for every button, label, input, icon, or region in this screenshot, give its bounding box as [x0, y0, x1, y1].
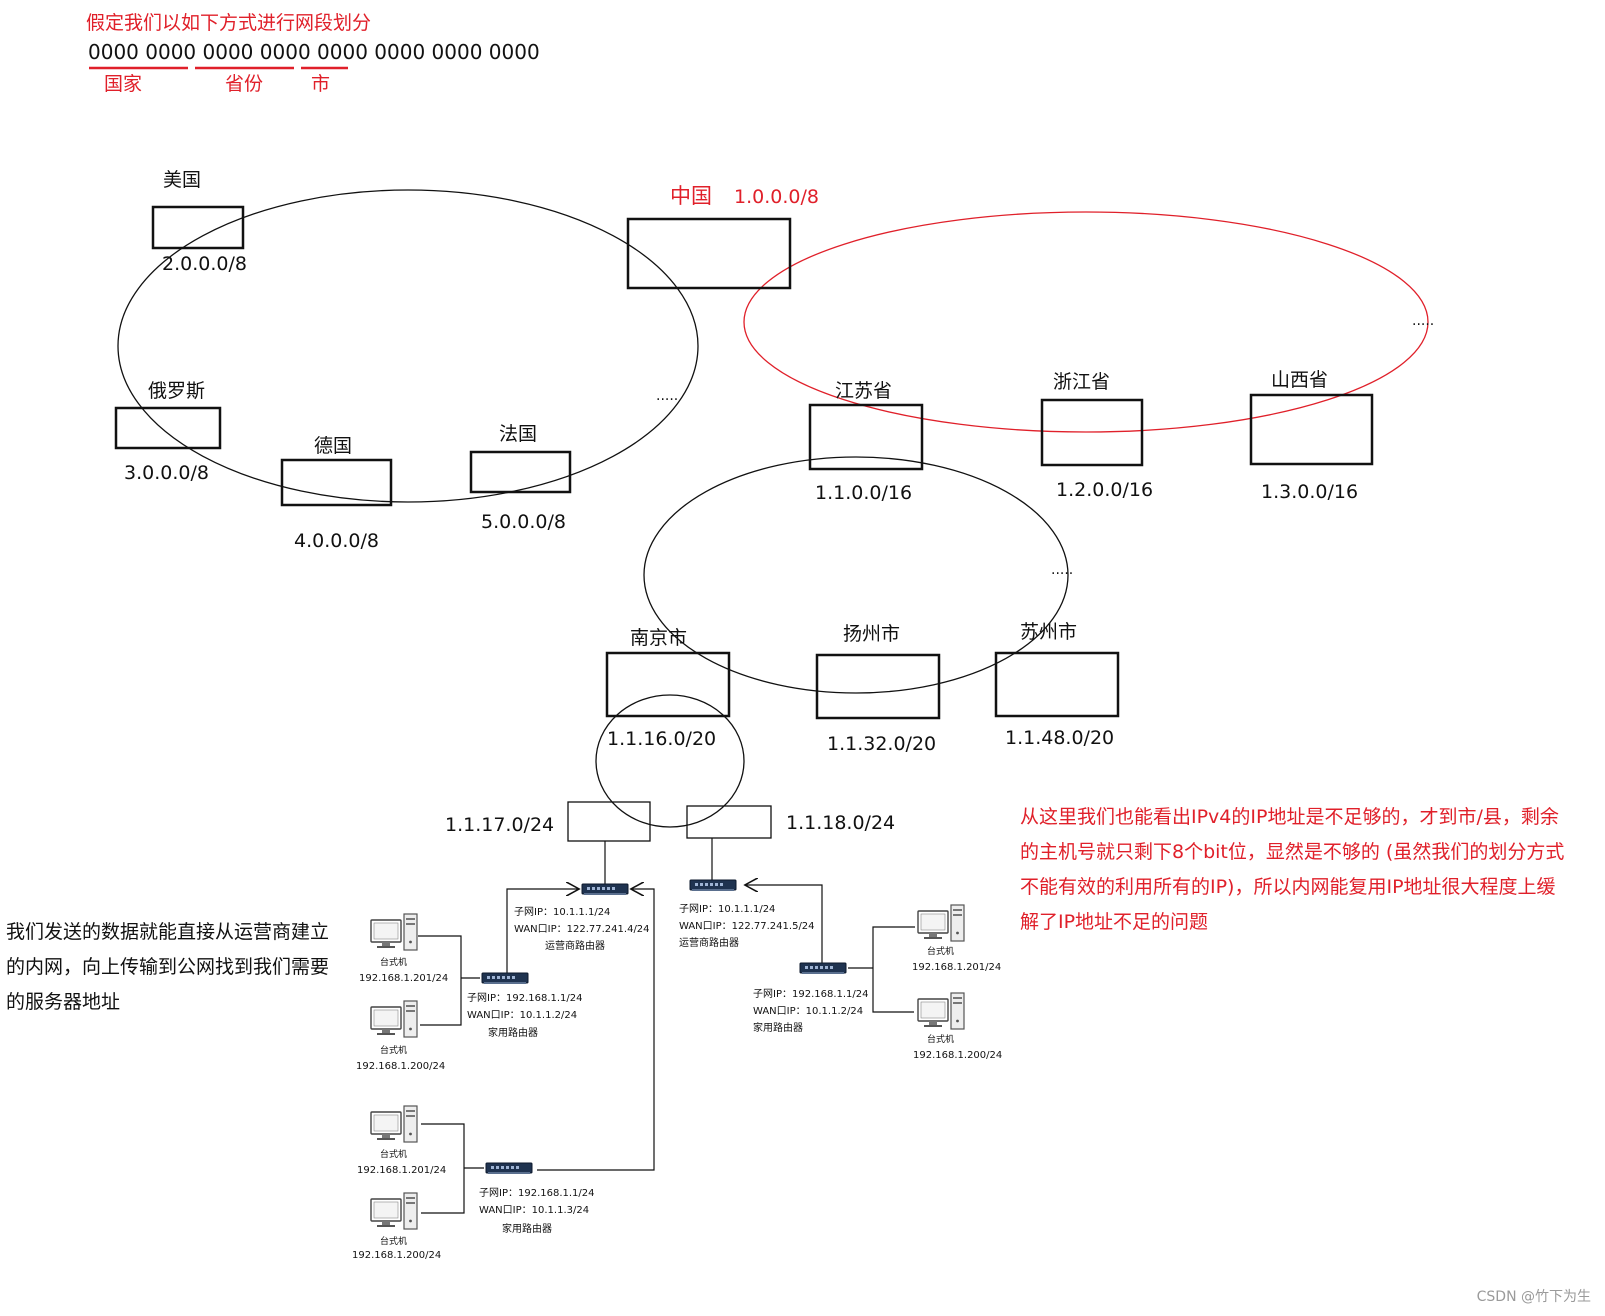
seg-city-label: 市	[311, 73, 330, 95]
pc-1-ip: 192.168.1.201/24	[359, 973, 448, 984]
note-left: 我们发送的数据就能直接从运营商建立的内网，向上传输到公网找到我们需要的服务器地址	[6, 921, 330, 1013]
sx-name: 山西省	[1271, 369, 1328, 391]
pc-5-type: 台式机	[927, 945, 954, 957]
pc-2-type: 台式机	[380, 1044, 407, 1056]
isp2-sub: 子网IP：10.1.1.1/24	[679, 903, 775, 915]
zj-box	[1040, 398, 1144, 467]
home2-name: 家用路由器	[753, 1021, 803, 1034]
us-net: 2.0.0.0/8	[162, 253, 247, 275]
home3-sub: 子网IP：192.168.1.1/24	[479, 1187, 595, 1199]
home3-name: 家用路由器	[502, 1222, 552, 1235]
us-name: 美国	[163, 169, 201, 191]
home1-name: 家用路由器	[488, 1026, 538, 1039]
home3-wan: WAN口IP：10.1.1.3/24	[479, 1205, 589, 1216]
bit-string: 0000 0000 0000 0000 0000 0000 0000 0000	[88, 40, 540, 64]
de-box	[280, 458, 393, 507]
pc-5-icon	[917, 904, 965, 942]
pc-6-type: 台式机	[927, 1033, 954, 1045]
pc-6-ip: 192.168.1.200/24	[913, 1050, 1002, 1061]
home-router-3-icon	[485, 1162, 533, 1175]
pc-3-icon	[370, 1105, 418, 1143]
zj-name: 浙江省	[1053, 371, 1110, 393]
cn-box	[626, 217, 792, 290]
isp1-wan: WAN口IP：122.77.241.4/24	[514, 924, 650, 935]
js-box	[808, 403, 924, 471]
pc-4-type: 台式机	[380, 1235, 407, 1247]
isp1-sub: 子网IP：10.1.1.1/24	[514, 906, 610, 918]
country-ring	[117, 189, 699, 503]
nj-box	[605, 651, 731, 718]
nj-name: 南京市	[630, 627, 687, 649]
ru-box	[114, 406, 222, 450]
subnet-ring	[595, 694, 745, 828]
zj-net: 1.2.0.0/16	[1056, 479, 1153, 501]
de-name: 德国	[314, 435, 352, 457]
pc-5-ip: 192.168.1.201/24	[912, 962, 1001, 973]
ru-name: 俄罗斯	[148, 380, 205, 402]
pc-1-type: 台式机	[380, 956, 407, 968]
province-more: .....	[1412, 313, 1434, 329]
home1-wan: WAN口IP：10.1.1.2/24	[467, 1010, 577, 1021]
yz-name: 扬州市	[843, 623, 900, 645]
home1-sub: 子网IP：192.168.1.1/24	[467, 992, 583, 1004]
pc-3-ip: 192.168.1.201/24	[357, 1165, 446, 1176]
watermark: CSDN @竹下为生	[1476, 1289, 1591, 1305]
province-ring	[743, 211, 1429, 433]
pc-2-ip: 192.168.1.200/24	[356, 1061, 445, 1072]
js-name: 江苏省	[835, 380, 892, 402]
sz-net: 1.1.48.0/20	[1005, 727, 1114, 749]
pc-4-icon	[370, 1192, 418, 1230]
seg-province-label: 省份	[225, 73, 263, 95]
subnet-a-box	[567, 801, 651, 842]
home-router-1-icon	[481, 972, 529, 985]
note-right: 从这里我们也能看出IPv4的IP地址是不足够的，才到市/县，剩余的主机号就只剩下…	[1020, 806, 1565, 933]
header-title: 假定我们以如下方式进行网段划分	[86, 12, 371, 34]
sz-box	[994, 651, 1120, 718]
city-ring	[643, 456, 1069, 694]
cn-name: 中国	[670, 184, 712, 208]
subnet-b-box	[686, 805, 772, 839]
cn-net: 1.0.0.0/8	[734, 186, 819, 208]
fr-box	[469, 450, 572, 494]
de-net: 4.0.0.0/8	[294, 530, 379, 552]
js-net: 1.1.0.0/16	[815, 482, 912, 504]
home2-sub: 子网IP：192.168.1.1/24	[753, 988, 869, 1000]
subnet-a-label: 1.1.17.0/24	[445, 814, 554, 836]
isp-router-2-icon	[689, 879, 737, 892]
pc-3-type: 台式机	[380, 1148, 407, 1160]
city-more: .....	[1051, 562, 1073, 578]
pc-2-icon	[370, 1000, 418, 1038]
home-router-2-icon	[799, 962, 847, 975]
nj-net: 1.1.16.0/20	[607, 728, 716, 750]
home2-wan: WAN口IP：10.1.1.2/24	[753, 1006, 863, 1017]
isp1-name: 运营商路由器	[545, 939, 605, 952]
ru-net: 3.0.0.0/8	[124, 462, 209, 484]
sx-net: 1.3.0.0/16	[1261, 481, 1358, 503]
sx-box	[1249, 393, 1374, 466]
seg-country-label: 国家	[104, 73, 142, 95]
subnet-b-label: 1.1.18.0/24	[786, 812, 895, 834]
sz-name: 苏州市	[1020, 621, 1077, 643]
pc-1-icon	[370, 913, 418, 951]
isp2-wan: WAN口IP：122.77.241.5/24	[679, 921, 815, 932]
yz-box	[815, 653, 941, 720]
pc-6-icon	[917, 992, 965, 1030]
isp-router-1-icon	[581, 883, 629, 896]
yz-net: 1.1.32.0/20	[827, 733, 936, 755]
fr-net: 5.0.0.0/8	[481, 511, 566, 533]
country-more: .....	[656, 388, 678, 404]
pc-4-ip: 192.168.1.200/24	[352, 1250, 441, 1261]
isp2-name: 运营商路由器	[679, 936, 739, 949]
us-box	[151, 205, 245, 250]
fr-name: 法国	[499, 423, 537, 445]
